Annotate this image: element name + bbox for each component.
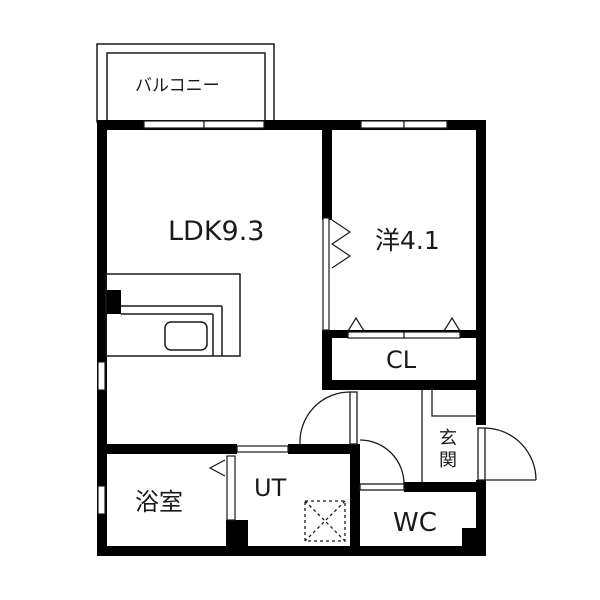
closet-label: CL	[386, 346, 417, 374]
entrance-frame	[421, 390, 476, 482]
western-room-label: 洋4.1	[375, 226, 440, 255]
bath-label: 浴室	[135, 488, 183, 516]
interior-walls	[97, 120, 486, 556]
closet-doors	[347, 316, 461, 339]
sliding-door-ldk-western	[322, 217, 352, 331]
front-door	[477, 427, 537, 481]
kitchen-counter	[105, 273, 241, 357]
exterior-walls	[97, 120, 486, 556]
washer-space	[304, 500, 346, 542]
bath-door	[208, 455, 236, 521]
toilet-label: WC	[393, 508, 437, 538]
windows-left	[97, 361, 106, 515]
windows-top	[143, 120, 448, 129]
window-ut	[236, 445, 289, 453]
ldk-label: LDK9.3	[168, 216, 265, 247]
entrance-label-1: 玄	[439, 428, 457, 449]
utility-label: UT	[254, 474, 287, 502]
ldk-entry-door	[299, 391, 358, 445]
balcony-label: バルコニー	[135, 76, 220, 96]
hall-door	[359, 439, 405, 491]
entrance-label-2: 関	[439, 450, 457, 471]
